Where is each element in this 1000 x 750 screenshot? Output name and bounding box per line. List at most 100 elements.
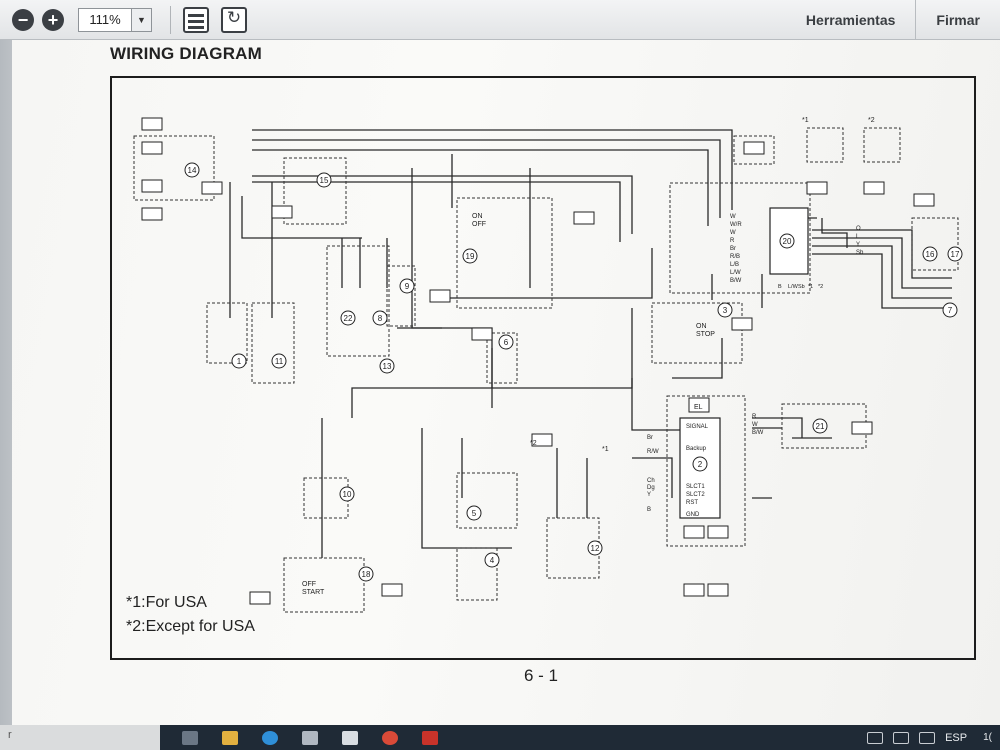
connector [201, 181, 223, 195]
component-number-circle [372, 310, 388, 326]
language-indicator[interactable]: ESP [945, 731, 968, 744]
component-number: 5 [472, 509, 477, 518]
marker-label: *2 [868, 117, 875, 124]
component-box [251, 302, 295, 384]
marker-label: *2 [530, 440, 537, 447]
component-number: 17 [951, 250, 960, 259]
component-number: 8 [378, 314, 383, 323]
wire-label: *1 [808, 284, 813, 290]
chevron-down-icon[interactable]: ▼ [131, 8, 151, 31]
component-number: 13 [383, 362, 392, 371]
wire-label: Dg [647, 485, 655, 491]
component-number: 20 [783, 237, 792, 246]
taskbar-app-folder[interactable] [210, 725, 250, 750]
component-number-circle [947, 246, 963, 262]
zoom-in-button[interactable]: + [42, 8, 64, 31]
switch-label: ON [696, 323, 707, 330]
component-number: 21 [816, 422, 825, 431]
connector [707, 583, 729, 597]
connector [141, 179, 163, 193]
component-number-circle [184, 162, 200, 178]
signal-label: SLCT2 [686, 492, 705, 498]
connector [381, 583, 403, 597]
component-number: 4 [490, 556, 495, 565]
switch-label: OFF [472, 221, 486, 228]
taskbar-app-mail[interactable] [330, 725, 370, 750]
signal-label: GND [686, 512, 700, 518]
wire [821, 218, 848, 248]
page-number: 6 - 1 [524, 666, 559, 685]
component-number: 7 [948, 306, 953, 315]
marker-label: *1 [802, 117, 809, 124]
wire [241, 196, 362, 239]
signal-label: RST [686, 500, 698, 506]
component-number: 15 [320, 176, 329, 185]
wire-label: R [752, 414, 757, 420]
wire [752, 417, 803, 438]
component-number: 2 [698, 460, 703, 469]
component-number: 3 [723, 306, 728, 315]
component-number-circle [358, 566, 374, 582]
marker-label: *1 [602, 446, 609, 453]
wire-label: R/W [647, 449, 659, 455]
wire-label: Br [730, 246, 736, 252]
taskbar-app-acrobat[interactable] [410, 725, 450, 750]
volume-icon[interactable] [893, 731, 910, 744]
connector [731, 317, 753, 331]
wire-label: Br [647, 435, 653, 441]
fit-page-icon[interactable] [183, 6, 209, 33]
wire [672, 338, 723, 379]
switch-label: STOP [696, 331, 715, 338]
taskbar-left-strip: r [0, 725, 160, 750]
component-box [863, 127, 901, 163]
component-number: 6 [504, 338, 509, 347]
wire [411, 168, 442, 329]
network-icon[interactable] [867, 731, 884, 744]
component-number: 1 [237, 357, 242, 366]
taskbar: ESP 1( [0, 725, 1000, 750]
taskbar-app-store[interactable] [290, 725, 330, 750]
connector [573, 211, 595, 225]
switch-label: START [302, 589, 325, 596]
component-number: 19 [466, 252, 475, 261]
component-number-circle [316, 172, 332, 188]
toolbar-divider [170, 5, 171, 34]
component-box [303, 477, 349, 519]
switch-label: ON [472, 213, 483, 220]
connector [141, 141, 163, 155]
wire-label: *2 [818, 284, 823, 290]
component-box [669, 182, 811, 294]
battery-icon[interactable] [919, 731, 936, 744]
connector [531, 433, 553, 447]
connector [863, 181, 885, 195]
clock[interactable]: 1( [983, 732, 992, 743]
component-box [283, 557, 365, 613]
component-number-circle [692, 456, 708, 472]
component-number-circle [466, 505, 482, 521]
taskbar-app-tasks[interactable] [170, 725, 210, 750]
zoom-select[interactable]: 111% ▼ [78, 7, 152, 32]
taskbar-app-chrome[interactable] [370, 725, 410, 750]
sign-button[interactable]: Firmar [936, 12, 980, 28]
tools-button[interactable]: Herramientas [786, 0, 917, 40]
connector [913, 193, 935, 207]
page-title: WIRING DIAGRAM [110, 44, 263, 63]
component-number-circle [271, 353, 287, 369]
wire [430, 248, 653, 299]
component-box [911, 217, 959, 271]
note-usa: *1:For USA [126, 594, 207, 611]
component-number: 14 [188, 166, 197, 175]
wire [812, 245, 952, 299]
wire-label: L/W [788, 284, 799, 290]
wire-label: W [752, 422, 758, 428]
taskbar-app-edge[interactable] [250, 725, 290, 750]
rotate-icon[interactable] [221, 6, 247, 33]
component-box [386, 265, 416, 327]
wire [632, 457, 673, 498]
zoom-value[interactable]: 111% [89, 12, 121, 27]
zoom-out-button[interactable]: − [12, 8, 34, 31]
component-number-circle [339, 486, 355, 502]
